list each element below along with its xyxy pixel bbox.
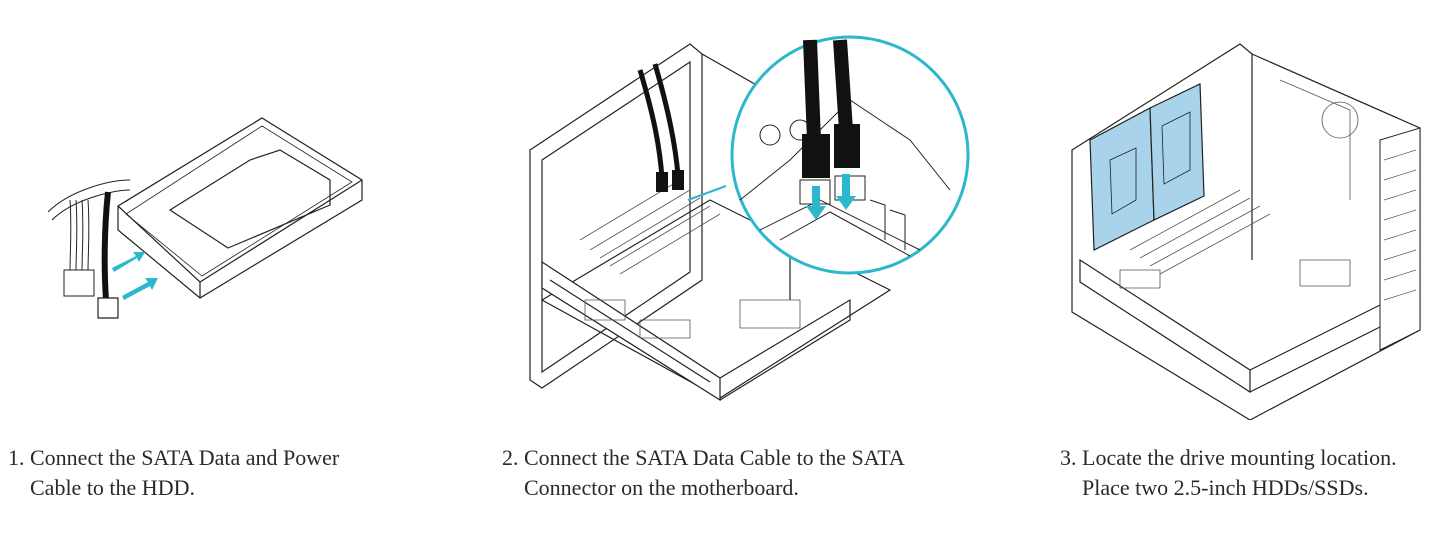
- step-3-line2: Place two 2.5-inch HDDs/SSDs.: [1082, 475, 1369, 500]
- step-1-number: 1.: [8, 445, 25, 470]
- step-2-line2: Connector on the motherboard.: [524, 475, 799, 500]
- step-3-number: 3.: [1060, 445, 1077, 470]
- chassis-drives-illustration: [1050, 0, 1447, 420]
- step-1-line2: Cable to the HDD.: [30, 475, 195, 500]
- step-2-number: 2.: [502, 445, 519, 470]
- step-1-line1: Connect the SATA Data and Power: [30, 445, 340, 470]
- step-2-panel: 2. Connect the SATA Data Cable to the SA…: [490, 0, 1010, 537]
- chassis-sata-illustration: [490, 0, 1010, 420]
- step-3-panel: 3. Locate the drive mounting location. P…: [1050, 0, 1447, 537]
- step-3-line1: Locate the drive mounting location.: [1082, 445, 1397, 470]
- step-2-line1: Connect the SATA Data Cable to the SATA: [524, 445, 905, 470]
- step-1-panel: 1. Connect the SATA Data and Power Cable…: [0, 0, 460, 537]
- step-3-caption: 3. Locate the drive mounting location. P…: [1060, 443, 1447, 503]
- step-1-caption: 1. Connect the SATA Data and Power Cable…: [8, 443, 448, 503]
- step-2-caption: 2. Connect the SATA Data Cable to the SA…: [502, 443, 1002, 503]
- hdd-illustration: [0, 0, 460, 420]
